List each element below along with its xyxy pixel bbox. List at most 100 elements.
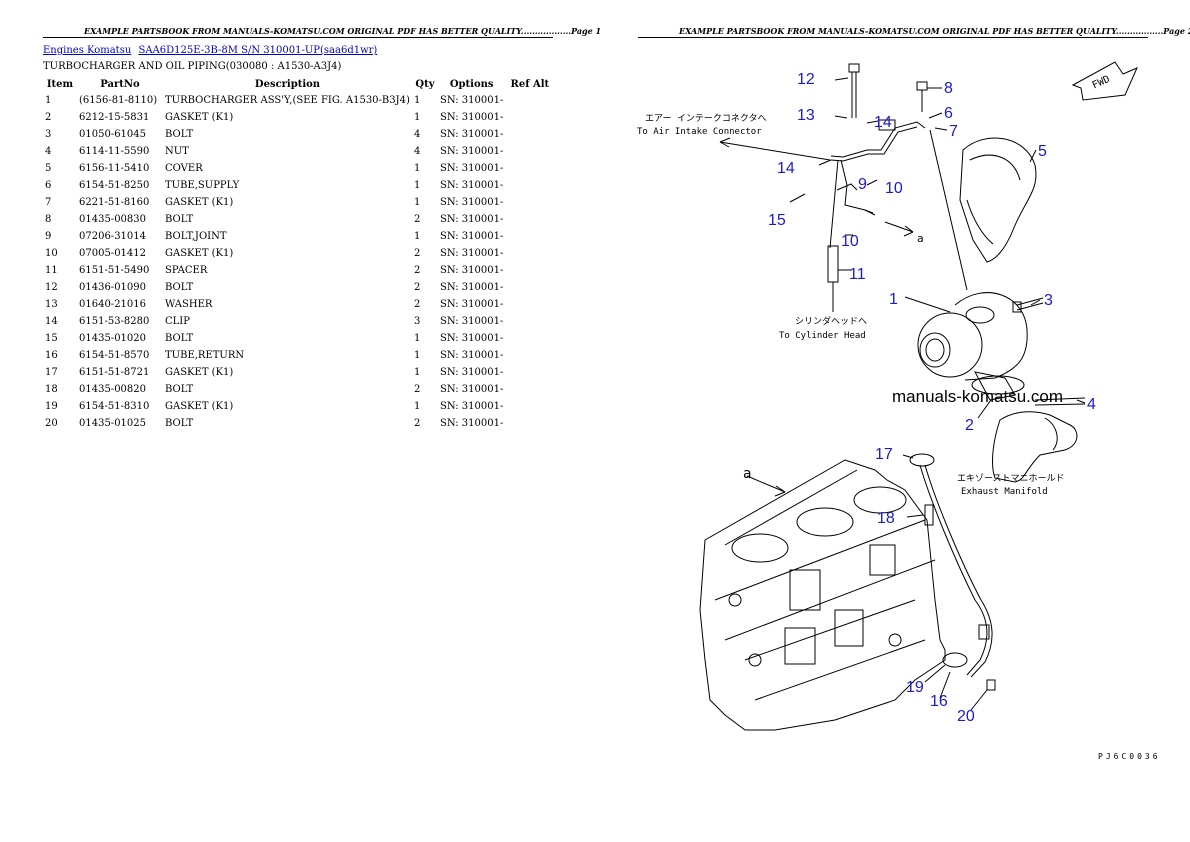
cell-options: SN: 310001- xyxy=(440,282,504,293)
cell-qty: 2 xyxy=(414,418,421,429)
cell-options: SN: 310001- xyxy=(440,265,504,276)
air-intake-label: To Air Intake Connector xyxy=(637,127,762,137)
cell-options: SN: 310001- xyxy=(440,299,504,310)
cell-options: SN: 310001- xyxy=(440,401,504,412)
cell-refalt xyxy=(505,330,554,347)
cell-partno: 6151-51-5490 xyxy=(79,265,150,276)
cell-item: 1 xyxy=(45,95,52,106)
table-row: 1(6156-81-8110)TURBOCHARGER ASS'Y,(SEE F… xyxy=(43,92,554,109)
cell-item: 18 xyxy=(45,384,58,395)
cell-partno: 6154-51-8310 xyxy=(79,401,150,412)
breadcrumb-engines-link[interactable]: Engines Komatsu xyxy=(43,45,132,56)
cell-partno: 07005-01412 xyxy=(79,248,147,259)
bolt-12-shape xyxy=(848,63,860,118)
cell-item: 11 xyxy=(45,265,58,276)
supply-pipe-lower xyxy=(829,159,839,249)
cell-refalt xyxy=(505,347,554,364)
breadcrumb-model-link[interactable]: SAA6D125E-3B-8M S/N 310001-UP(saa6d1wr) xyxy=(138,45,378,56)
fwd-arrow-icon xyxy=(1071,61,1138,101)
cell-description: TUBE,SUPPLY xyxy=(165,180,240,191)
watermark: manuals-komatsu.com xyxy=(892,387,1064,406)
callout-5: 5 xyxy=(1038,143,1047,160)
cell-description: BOLT xyxy=(165,129,194,140)
ref-a-right: a xyxy=(917,232,924,245)
callout-7: 7 xyxy=(949,123,958,140)
bolt-8-shape xyxy=(916,81,928,112)
bolt-20-shape xyxy=(986,679,996,691)
callout-19: 19 xyxy=(906,679,924,696)
callout-2: 2 xyxy=(965,417,974,434)
breadcrumb: Engines Komatsu SAA6D125E-3B-8M S/N 3100… xyxy=(43,45,381,56)
cell-partno: 6151-53-8280 xyxy=(79,316,150,327)
table-header-row: Item PartNo Description Qty Options Ref … xyxy=(43,77,554,92)
cell-refalt xyxy=(505,262,554,279)
cell-qty: 1 xyxy=(414,180,421,191)
cell-description: NUT xyxy=(165,146,189,157)
cell-description: BOLT xyxy=(165,214,194,225)
cell-qty: 2 xyxy=(414,299,421,310)
cell-refalt xyxy=(505,279,554,296)
callout-11: 11 xyxy=(849,266,866,283)
cell-qty: 4 xyxy=(414,146,421,157)
cell-partno: 01640-21016 xyxy=(79,299,147,310)
col-item: Item xyxy=(46,79,74,90)
callout-17: 17 xyxy=(875,446,893,463)
callout-10-upper: 10 xyxy=(885,180,903,197)
cell-qty: 1 xyxy=(414,95,421,106)
cell-qty: 1 xyxy=(414,350,421,361)
cell-qty: 1 xyxy=(414,367,421,378)
cell-partno: 6114-11-5590 xyxy=(79,146,150,157)
cell-refalt xyxy=(505,160,554,177)
cell-item: 6 xyxy=(45,180,52,191)
cover-5-shape xyxy=(959,137,1037,263)
cell-description: GASKET (K1) xyxy=(165,367,234,378)
cell-item: 8 xyxy=(45,214,52,225)
diagram-page: EXAMPLE PARTSBOOK FROM MANUALS-KOMATSU.C… xyxy=(595,0,1190,842)
cell-refalt xyxy=(505,398,554,415)
header-rule xyxy=(638,37,1148,38)
gasket-17-shape xyxy=(909,453,935,467)
cell-description: CLIP xyxy=(165,316,190,327)
cell-refalt xyxy=(505,381,554,398)
col-refalt: Ref Alt xyxy=(510,79,550,90)
cell-partno: 01435-00830 xyxy=(79,214,147,225)
cell-qty: 1 xyxy=(414,163,421,174)
cell-options: SN: 310001- xyxy=(440,367,504,378)
callout-8: 8 xyxy=(944,80,953,97)
fwd-label: FWD xyxy=(1091,74,1112,92)
callout-1: 1 xyxy=(889,291,898,308)
cell-qty: 1 xyxy=(414,197,421,208)
cell-options: SN: 310001- xyxy=(440,163,504,174)
cell-qty: 3 xyxy=(414,316,421,327)
cell-refalt xyxy=(505,194,554,211)
cell-partno: 6154-51-8250 xyxy=(79,180,150,191)
cell-item: 13 xyxy=(45,299,58,310)
page-header: EXAMPLE PARTSBOOK FROM MANUALS-KOMATSU.C… xyxy=(679,26,1190,36)
parts-table: Item PartNo Description Qty Options Ref … xyxy=(43,77,554,432)
exhaust-jp-label: エキゾーストマニホールド xyxy=(957,473,1065,484)
cell-options: SN: 310001- xyxy=(440,418,504,429)
cell-partno: 01435-01025 xyxy=(79,418,147,429)
section-title: TURBOCHARGER AND OIL PIPING(030080 : A15… xyxy=(43,61,342,72)
callout-9: 9 xyxy=(858,176,867,193)
cell-description: BOLT xyxy=(165,418,194,429)
cell-options: SN: 310001- xyxy=(440,214,504,225)
cell-qty: 2 xyxy=(414,282,421,293)
bolt-3-shape xyxy=(1012,297,1044,313)
cell-refalt xyxy=(505,177,554,194)
cell-partno: 6154-51-8570 xyxy=(79,350,150,361)
col-description: Description xyxy=(254,79,321,90)
cell-item: 7 xyxy=(45,197,52,208)
cell-partno: 6212-15-5831 xyxy=(79,112,150,123)
cell-partno: 6221-51-8160 xyxy=(79,197,150,208)
